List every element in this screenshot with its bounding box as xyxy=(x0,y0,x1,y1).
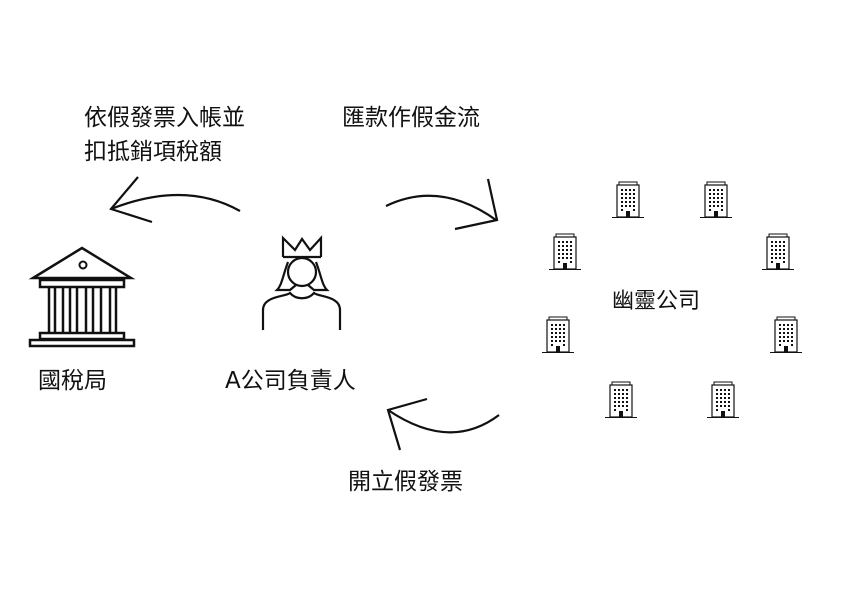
booking-label-line2: 扣抵銷項稅額 xyxy=(84,139,222,165)
remittance-label: 匯款作假金流 xyxy=(342,105,480,131)
office-building-icon xyxy=(761,233,795,271)
fake-invoice-label: 開立假發票 xyxy=(348,469,463,495)
arrow-to-owner xyxy=(386,397,500,451)
ghost-companies-label: 幽靈公司 xyxy=(612,289,701,314)
office-building-icon xyxy=(706,381,740,419)
crowned-person-icon xyxy=(261,235,342,330)
booking-label-line1: 依假發票入帳並 xyxy=(84,105,245,131)
office-building-icon xyxy=(769,316,803,354)
company-a-owner-label: A公司負責人 xyxy=(225,368,356,394)
tax-bureau-label: 國稅局 xyxy=(38,368,107,394)
government-building-icon xyxy=(28,246,136,348)
arrow-to-ghost-companies xyxy=(385,178,499,231)
office-building-icon xyxy=(699,181,733,219)
office-building-icon xyxy=(548,233,582,271)
arrow-to-tax-bureau xyxy=(109,176,241,224)
office-building-icon xyxy=(604,381,638,419)
office-building-icon xyxy=(541,316,575,354)
office-building-icon xyxy=(611,181,645,219)
